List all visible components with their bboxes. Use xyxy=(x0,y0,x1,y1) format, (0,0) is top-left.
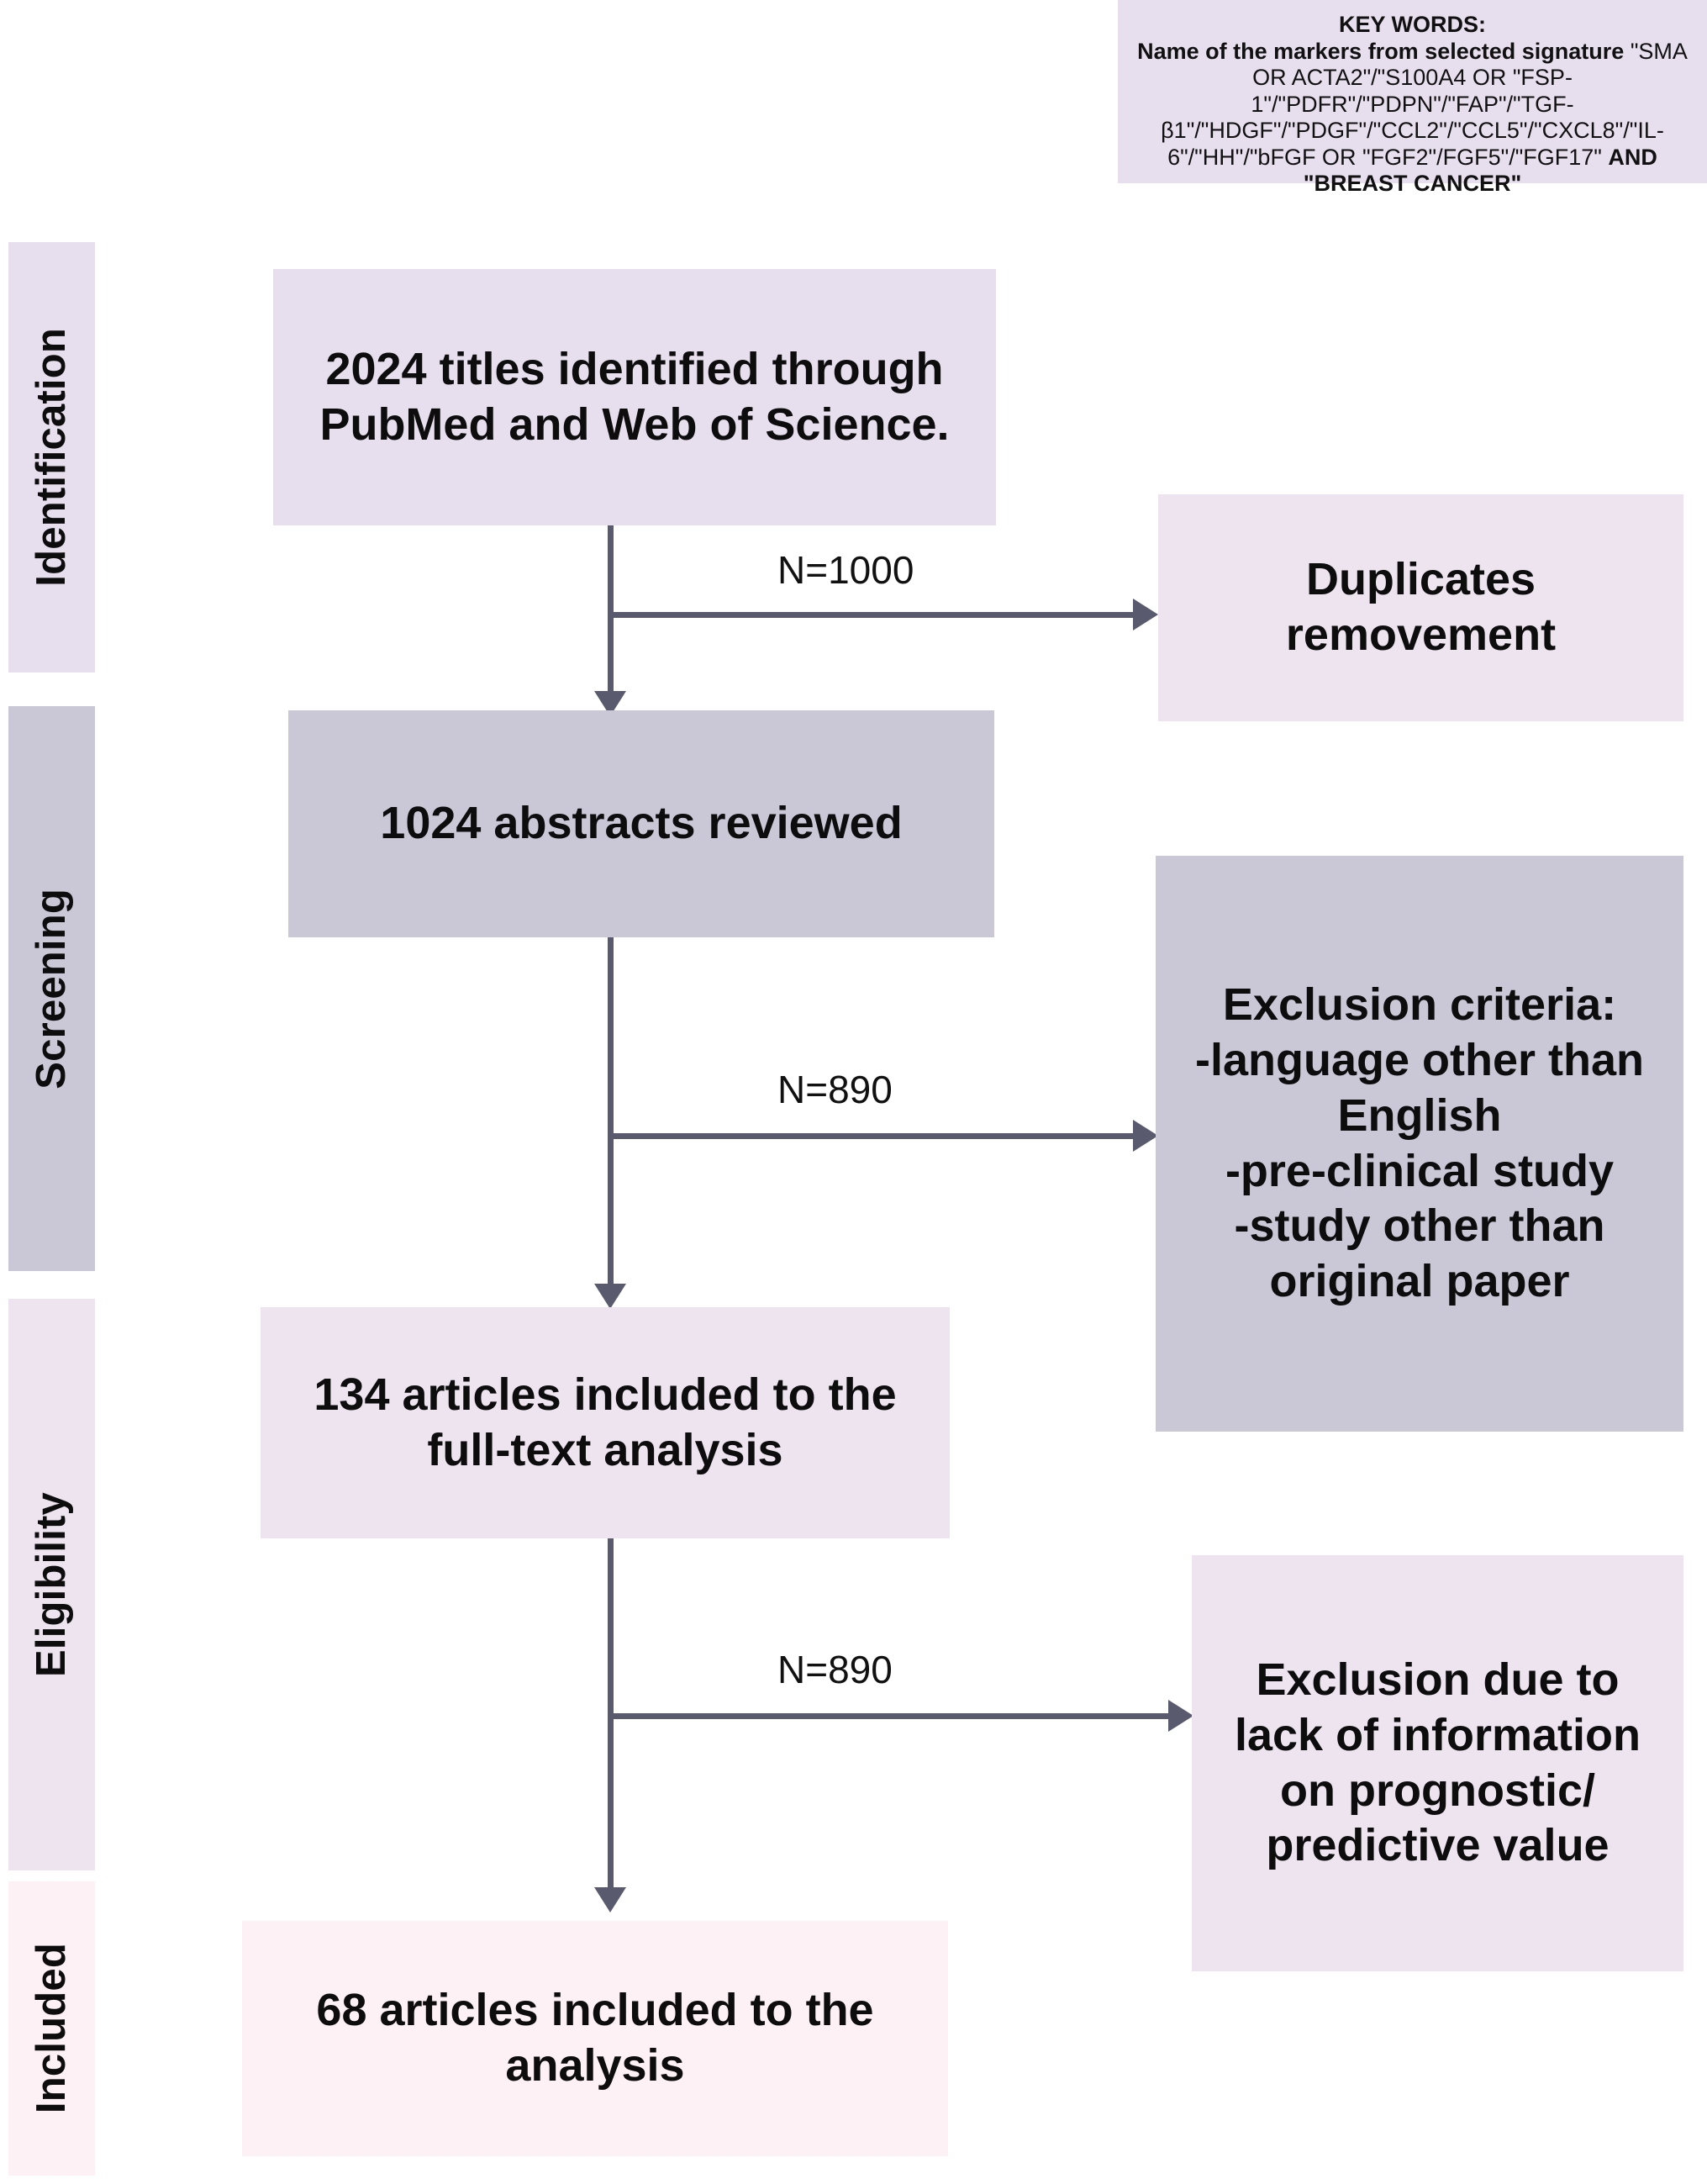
arrowhead-exclusion-info xyxy=(1168,1700,1193,1732)
edge-label-duplicates: N=1000 xyxy=(777,548,914,592)
connector-to-exclusion-criteria xyxy=(608,1133,1137,1139)
node-duplicates-removement-label: Duplicates removement xyxy=(1285,554,1557,660)
node-exclusion-criteria: Exclusion criteria: -language other than… xyxy=(1156,856,1683,1432)
connector-fulltext-to-final xyxy=(608,1538,614,1900)
node-titles-identified: 2024 titles identified through PubMed an… xyxy=(273,269,996,525)
node-abstracts-reviewed-label: 1024 abstracts reviewed xyxy=(380,798,903,849)
keywords-panel: KEY WORDS: Name of the markers from sele… xyxy=(1118,0,1707,196)
keywords-lead: Name of the markers from selected signat… xyxy=(1137,38,1625,64)
stage-label-screening: Screening xyxy=(29,888,74,1089)
connector-to-exclusion-info xyxy=(608,1713,1172,1719)
node-final-included: 68 articles included to the analysis xyxy=(242,1921,948,2156)
node-final-included-label: 68 articles included to the analysis xyxy=(316,1985,874,2091)
stage-band-eligibility: Eligibility xyxy=(8,1299,95,1870)
connector-abstracts-to-fulltext xyxy=(608,937,614,1299)
connector-to-duplicates xyxy=(608,612,1137,618)
node-exclusion-information-label: Exclusion due to lack of information on … xyxy=(1234,1654,1641,1871)
arrowhead-exclusion-criteria xyxy=(1133,1120,1158,1152)
stage-band-included: Included xyxy=(8,1881,95,2176)
keywords-title: KEY WORDS: xyxy=(1338,12,1486,37)
edge-label-screening: N=890 xyxy=(777,1068,893,1111)
keywords-tail: AND "BREAST CANCER" xyxy=(1303,144,1657,197)
node-exclusion-information: Exclusion due to lack of information on … xyxy=(1192,1555,1683,1971)
node-exclusion-criteria-label: Exclusion criteria: -language other than… xyxy=(1194,979,1644,1307)
arrowhead-duplicates xyxy=(1133,599,1158,630)
stage-label-included: Included xyxy=(29,1943,74,2114)
node-fulltext-analysis-label: 134 articles included to the full-text a… xyxy=(313,1369,897,1475)
edge-label-eligibility: N=890 xyxy=(777,1648,893,1691)
node-duplicates-removement: Duplicates removement xyxy=(1158,494,1683,721)
node-fulltext-analysis: 134 articles included to the full-text a… xyxy=(261,1307,950,1538)
arrowhead-final xyxy=(594,1887,626,1912)
node-titles-identified-label: 2024 titles identified through PubMed an… xyxy=(319,343,950,450)
node-abstracts-reviewed: 1024 abstracts reviewed xyxy=(288,710,994,937)
stage-label-identification: Identification xyxy=(29,328,74,587)
stage-band-identification: Identification xyxy=(8,242,95,673)
keywords-body: "SMA OR ACTA2"/"S100A4 OR "FSP-1"/"PDFR"… xyxy=(1161,38,1688,170)
arrowhead-fulltext xyxy=(594,1284,626,1309)
stage-label-eligibility: Eligibility xyxy=(29,1492,74,1677)
stage-band-screening: Screening xyxy=(8,706,95,1271)
